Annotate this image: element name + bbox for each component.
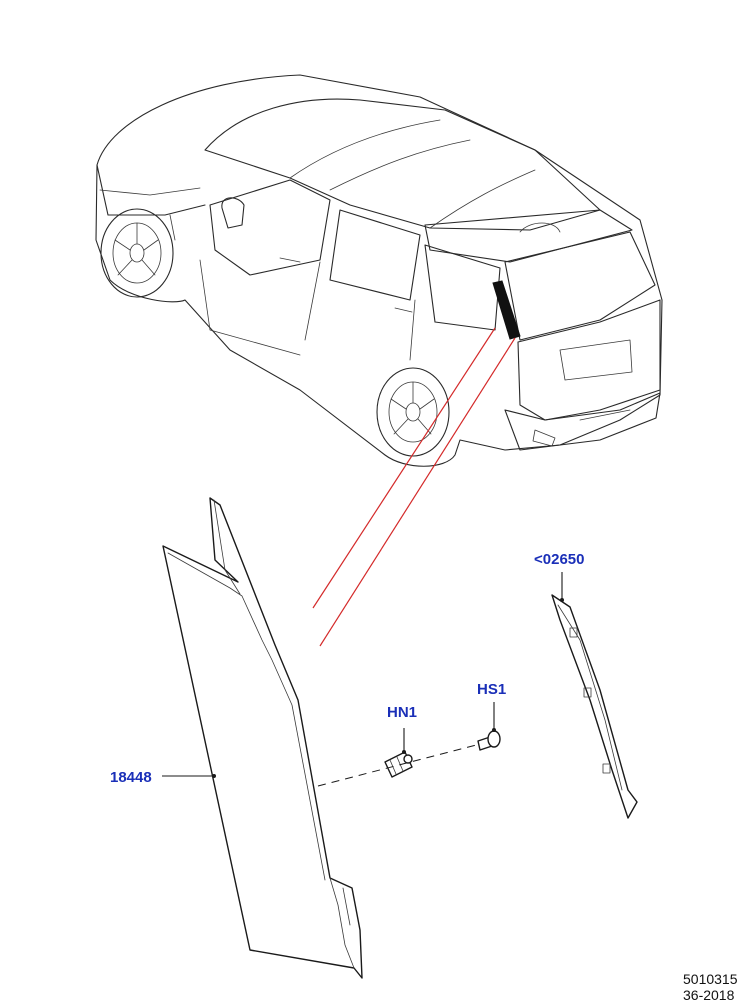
focus-lines	[312, 327, 516, 647]
illustration-number: 5010315	[683, 971, 738, 987]
nut-leader-dot	[402, 750, 406, 754]
callout-finisher[interactable]: <02650	[534, 551, 584, 568]
nut-part	[384, 728, 413, 778]
rear-wheel	[376, 367, 450, 457]
finisher-leader-dot	[560, 598, 564, 602]
screw-leader-dot	[492, 728, 496, 732]
group-code: 36-2018	[683, 987, 735, 1001]
finisher-part	[551, 594, 638, 819]
front-wheel	[100, 208, 174, 298]
callout-trim-panel[interactable]: 18448	[110, 769, 152, 786]
highlighted-pillar-location	[492, 280, 521, 340]
vehicle-illustration	[95, 74, 663, 467]
trim-panel-leader-dot	[212, 774, 216, 778]
trim-panel-part	[162, 497, 363, 979]
screw-part	[477, 702, 501, 751]
callout-nut[interactable]: HN1	[387, 704, 417, 721]
callout-screw[interactable]: HS1	[477, 681, 506, 698]
